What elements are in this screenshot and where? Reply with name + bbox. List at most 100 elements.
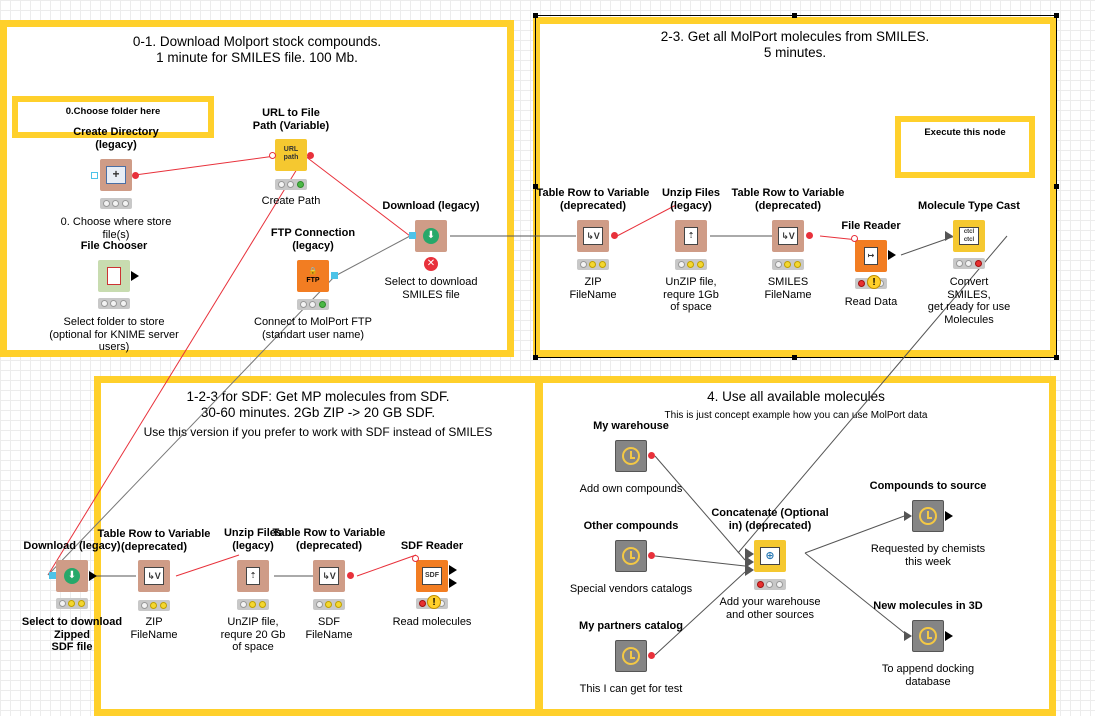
error-icon: ✕ [424,257,438,271]
create-directory-icon[interactable]: + [100,159,132,191]
flow-variable-out-port[interactable] [132,172,139,179]
ftp-lock-icon[interactable]: 🔒FTP [297,260,329,292]
status-light [678,261,686,268]
connection-data [804,552,908,636]
data-out-port[interactable] [888,250,896,260]
flow-variable-in-port[interactable] [412,555,419,562]
concatenate-icon[interactable]: ⊕ [754,540,786,572]
node-label: Convert SMILES, get ready for use Molecu… [927,276,1011,326]
status-light [112,200,120,207]
data-out-port[interactable] [89,571,97,581]
annotation-download-smiles[interactable]: 0-1. Download Molport stock compounds. 1… [0,20,514,357]
node-title: Unzip Files (legacy) [223,527,283,552]
status-light [858,280,866,287]
status-light [589,261,597,268]
unzip-icon[interactable]: ⇡ [237,560,269,592]
data-out-port[interactable] [131,271,139,281]
download-icon[interactable]: ⬇ [56,560,88,592]
node-title: Compounds to source [869,480,987,492]
note-choose-folder[interactable]: 0.Choose folder here [12,96,214,138]
data-out-port[interactable] [648,552,655,559]
flow-variable-in-port[interactable] [269,152,276,159]
sdf-reader-icon[interactable]: SDF [416,560,448,592]
selection-handle[interactable] [533,184,538,189]
connection-in-port[interactable] [49,572,56,579]
component-clock-icon[interactable] [615,640,647,672]
table-to-variable-icon[interactable]: ↳V [577,220,609,252]
annotation-sdf-version[interactable]: 1-2-3 for SDF: Get MP molecules from SDF… [94,376,542,716]
node-label: Requested by chemists this week [870,543,986,568]
flow-variable-in-port[interactable] [851,235,858,242]
unzip-icon[interactable]: ⇡ [675,220,707,252]
data-in-port[interactable] [745,548,754,560]
status-light [757,581,765,588]
data-in-port[interactable] [945,231,953,241]
table-to-variable-icon[interactable]: ↳V [772,220,804,252]
selection-handle[interactable] [1054,355,1059,360]
data-out-port[interactable] [945,631,953,641]
component-clock-icon[interactable] [912,500,944,532]
flow-variable-out-port[interactable] [347,572,354,579]
node-label: Add your warehouse and other sources [719,596,821,621]
table-to-variable-icon[interactable]: ↳V [138,560,170,592]
node-title: Table Row to Variable (deprecated) [97,528,211,553]
status-light [300,301,308,308]
data-out-port[interactable] [648,452,655,459]
connection-in-port[interactable] [409,232,416,239]
status-light [258,601,266,608]
note-text: 0.Choose folder here [65,106,161,117]
node-status [953,258,985,269]
node-title: Concatenate (Optional in) (deprecated) [711,507,829,532]
flow-variable-out-port[interactable] [806,232,813,239]
flow-variable-out-port[interactable] [307,152,314,159]
flow-variable-out-port[interactable] [611,232,618,239]
file-chooser-icon[interactable] [98,260,130,292]
data-out-port[interactable] [449,578,457,588]
node-label: This I can get for test [579,683,683,695]
data-in-port[interactable] [904,511,912,521]
selection-handle[interactable] [1054,13,1059,18]
sdf-glyph: SDF [422,567,442,585]
connection-port [334,235,411,277]
status-light [278,181,286,188]
selection-handle[interactable] [533,13,538,18]
node-status [297,299,329,310]
connection-flowvar [616,204,677,237]
data-out-port[interactable] [449,565,457,575]
data-out-port[interactable] [648,652,655,659]
data-in-port[interactable] [904,631,912,641]
selection-handle[interactable] [792,13,797,18]
data-in-port[interactable] [745,564,754,576]
status-light [296,181,304,188]
status-light [103,200,111,207]
download-icon[interactable]: ⬇ [415,220,447,252]
table-to-variable-icon[interactable]: ↳V [313,560,345,592]
ftp-glyph: 🔒FTP [303,267,323,285]
status-light [309,301,317,308]
status-light [121,200,129,207]
file-reader-icon[interactable]: ↦ [855,240,887,272]
node-title: SDF Reader [400,540,464,552]
component-clock-icon[interactable] [912,620,944,652]
component-clock-icon[interactable] [615,440,647,472]
component-clock-icon[interactable] [615,540,647,572]
selection-handle[interactable] [1054,184,1059,189]
node-label: UnZIP file, requre 20 Gb of space [220,616,286,653]
annotation-title: 1-2-3 for SDF: Get MP molecules from SDF… [186,389,450,420]
selection-handle[interactable] [792,355,797,360]
note-execute-node[interactable]: Execute this node [895,116,1035,178]
data-out-port[interactable] [945,511,953,521]
node-label: To append docking database [881,663,975,688]
connection-out-port[interactable] [331,272,338,279]
clock-glyph [622,647,640,665]
flow-variable-in-port[interactable] [91,172,98,179]
selection-handle[interactable] [533,355,538,360]
table-variable-glyph: ↳V [778,227,798,245]
node-status [237,599,269,610]
data-in-port[interactable] [745,556,754,568]
status-light [766,581,774,588]
